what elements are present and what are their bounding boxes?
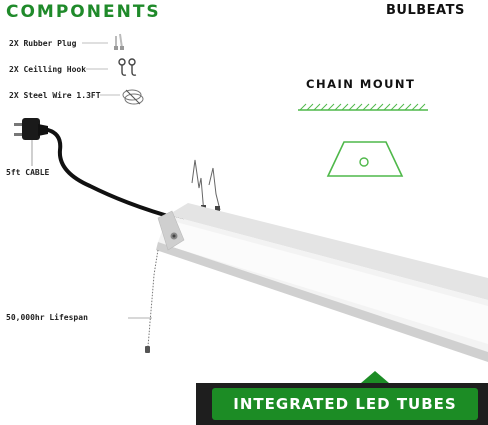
steel-wire-right bbox=[208, 167, 221, 211]
lifespan-label: 50,000hr Lifespan bbox=[6, 313, 88, 322]
component-label-rubber-plug: 2X Rubber Plug bbox=[9, 39, 77, 48]
ceiling-hook-icon bbox=[118, 58, 137, 76]
power-plug-icon bbox=[14, 118, 48, 140]
components-heading: COMPONENTS bbox=[6, 2, 161, 22]
banner-text: INTEGRATED LED TUBES bbox=[233, 395, 457, 413]
integrated-led-banner: INTEGRATED LED TUBES bbox=[212, 388, 478, 420]
rubber-plug-icon bbox=[114, 33, 124, 50]
chain-mount-title: CHAIN MOUNT bbox=[306, 77, 416, 91]
steel-wire-left bbox=[191, 159, 205, 215]
power-cable bbox=[46, 128, 184, 222]
led-fixture bbox=[156, 203, 488, 362]
steel-wire-icon bbox=[122, 89, 144, 105]
cable-label: 5ft CABLE bbox=[6, 168, 50, 177]
chain-mount-diagram bbox=[298, 103, 428, 177]
banner-pointer bbox=[361, 371, 389, 383]
brand-logo: BULBEATS bbox=[386, 3, 465, 18]
component-label-ceiling-hook: 2X Ceilling Hook bbox=[9, 65, 87, 74]
component-label-steel-wire: 2X Steel Wire 1.3FT bbox=[9, 91, 101, 100]
pull-chain bbox=[147, 249, 159, 347]
